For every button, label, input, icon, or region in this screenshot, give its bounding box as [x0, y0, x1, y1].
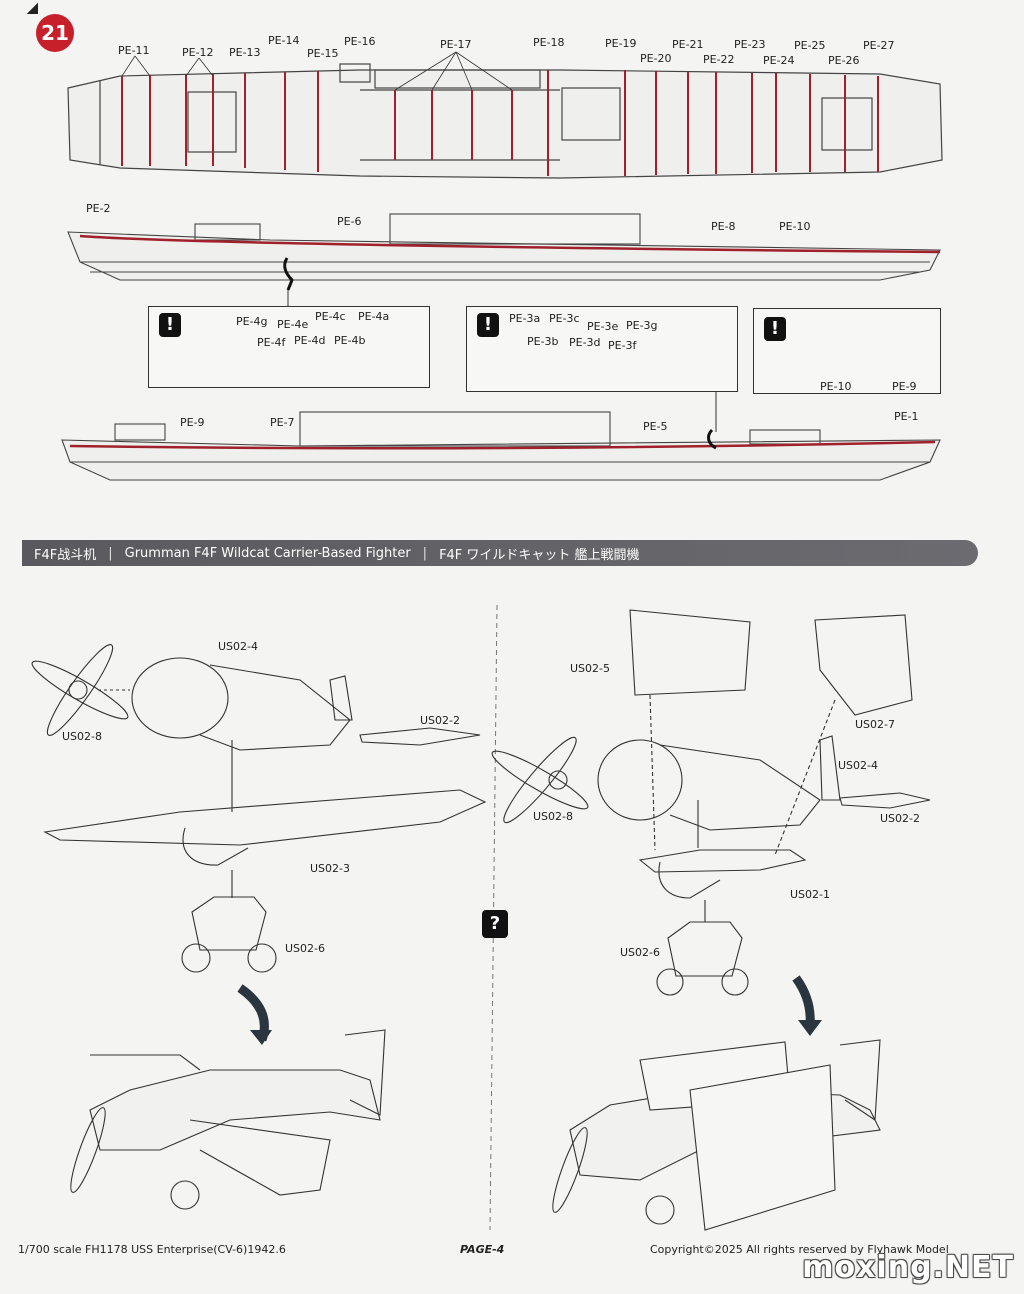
label-pe-27: PE-27: [863, 39, 895, 52]
label-pe-4c: PE-4c: [315, 310, 346, 323]
label-pe-3b: PE-3b: [527, 335, 559, 348]
label-pe-3e: PE-3e: [587, 320, 619, 333]
label-pe-21: PE-21: [672, 38, 704, 51]
label-pe-12: PE-12: [182, 46, 214, 59]
watermark-logo: moxing.NET: [802, 1250, 1014, 1285]
banner-title-jp: F4F ワイルドキャット 艦上戦闘機: [439, 547, 640, 563]
part-us02-1-right: US02-1: [790, 888, 830, 901]
left-aircraft-exploded: [31, 644, 487, 973]
section-banner: F4F战斗机 | Grumman F4F Wildcat Carrier-Bas…: [22, 540, 978, 566]
label-pe-11: PE-11: [118, 44, 150, 57]
detail-box-pe-3: ! PE-3a PE-3c PE-3e PE-3g PE-3b PE-3d PE…: [466, 306, 738, 392]
label-pe-4f: PE-4f: [257, 336, 286, 349]
label-pe-13: PE-13: [229, 46, 261, 59]
label-pe-7: PE-7: [270, 416, 295, 429]
question-icon: ?: [482, 910, 508, 938]
label-pe-8: PE-8: [711, 220, 736, 233]
label-pe-3d: PE-3d: [569, 336, 601, 349]
label-pe-18: PE-18: [533, 36, 565, 49]
label-pe-4e: PE-4e: [277, 318, 309, 331]
part-us02-5-right: US02-5: [570, 662, 610, 675]
banner-title-en: Grumman F4F Wildcat Carrier-Based Fighte…: [124, 545, 411, 561]
label-pe-3f: PE-3f: [608, 339, 637, 352]
label-pe-6: PE-6: [337, 215, 362, 228]
label-pe-23: PE-23: [734, 38, 766, 51]
warning-icon: !: [764, 317, 786, 341]
label-pe-9-detail: PE-9: [892, 380, 917, 393]
label-pe-15: PE-15: [307, 47, 339, 60]
label-pe-16: PE-16: [344, 35, 376, 48]
label-pe-4b: PE-4b: [334, 334, 366, 347]
part-us02-4-right: US02-4: [838, 759, 878, 772]
step-number-badge: 21: [36, 14, 74, 52]
right-aircraft-exploded: [491, 609, 931, 996]
label-pe-24: PE-24: [763, 54, 795, 67]
label-pe-3a: PE-3a: [509, 312, 541, 325]
label-pe-4g: PE-4g: [236, 315, 268, 328]
label-pe-19: PE-19: [605, 37, 637, 50]
part-us02-7-right: US02-7: [855, 718, 895, 731]
part-us02-4-left: US02-4: [218, 640, 258, 653]
label-pe-2: PE-2: [86, 202, 111, 215]
hull-side-view-2: [61, 411, 941, 481]
label-pe-4a: PE-4a: [358, 310, 390, 323]
right-aircraft-assembled: [552, 1039, 881, 1231]
banner-title-cn: F4F战斗机: [34, 547, 97, 563]
warning-icon: !: [159, 313, 181, 337]
label-pe-14: PE-14: [268, 34, 300, 47]
part-us02-8-right: US02-8: [533, 810, 573, 823]
part-us02-2-right: US02-2: [880, 812, 920, 825]
deck-pe-strips: [121, 70, 879, 176]
left-aircraft-assembled: [70, 1029, 386, 1210]
warning-icon: !: [477, 313, 499, 337]
part-us02-3-left: US02-3: [310, 862, 350, 875]
footer-kit-info: 1/700 scale FH1178 USS Enterprise(CV-6)1…: [18, 1243, 286, 1256]
label-pe-26: PE-26: [828, 54, 860, 67]
footer-copyright: Copyright©2025 All rights reserved by Fl…: [650, 1243, 949, 1256]
label-pe-1: PE-1: [894, 410, 919, 423]
deck-leader-lines: [121, 51, 513, 91]
label-pe-17: PE-17: [440, 38, 472, 51]
label-pe-3c: PE-3c: [549, 312, 580, 325]
label-pe-10-detail: PE-10: [820, 380, 852, 393]
part-us02-8-left: US02-8: [62, 730, 102, 743]
part-us02-6-left: US02-6: [285, 942, 325, 955]
label-pe-5: PE-5: [643, 420, 668, 433]
label-pe-22: PE-22: [703, 53, 735, 66]
detail-box-pe-4: ! PE-4g PE-4e PE-4c PE-4a PE-4f PE-4d PE…: [148, 306, 430, 388]
label-pe-20: PE-20: [640, 52, 672, 65]
label-pe-9: PE-9: [180, 416, 205, 429]
detail-box-bow: ! PE-10 PE-9: [753, 308, 941, 394]
label-pe-25: PE-25: [794, 39, 826, 52]
footer-page-number: PAGE-4: [460, 1243, 505, 1256]
part-us02-6-right: US02-6: [620, 946, 660, 959]
flight-deck-drawing: [67, 63, 943, 179]
label-pe-3g: PE-3g: [626, 319, 658, 332]
label-pe-4d: PE-4d: [294, 334, 326, 347]
part-us02-2-left: US02-2: [420, 714, 460, 727]
label-pe-10: PE-10: [779, 220, 811, 233]
